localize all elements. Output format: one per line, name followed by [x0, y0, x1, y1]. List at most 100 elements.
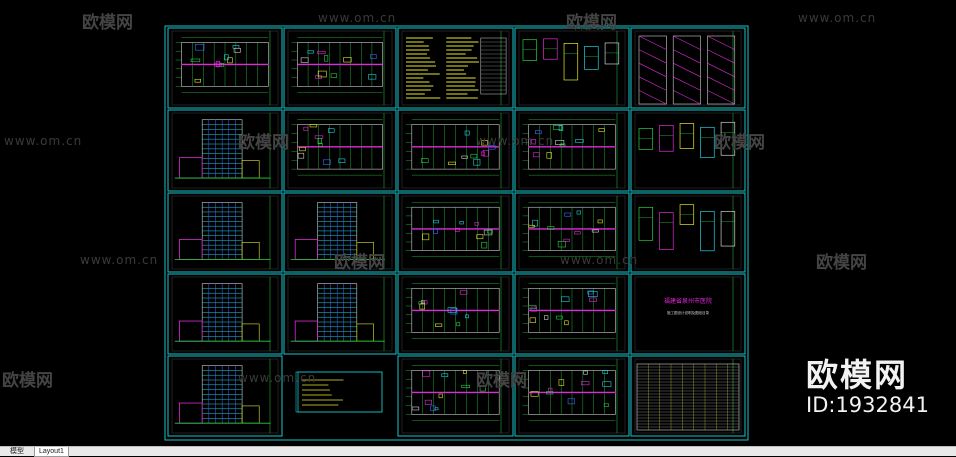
drawing-line	[528, 224, 535, 228]
drawing-line	[638, 49, 667, 64]
drawing-line	[455, 227, 460, 233]
sheet-frame	[630, 27, 746, 109]
drawing-sheet	[514, 27, 630, 109]
drawing-line	[638, 76, 667, 91]
drawing-line	[700, 211, 715, 252]
cover-title-text: 福建省泉州市医院	[664, 297, 712, 305]
drawing-line	[530, 306, 537, 312]
drawing-line	[544, 315, 549, 320]
drawing-line	[563, 238, 570, 242]
sheet-inner-border	[171, 276, 279, 352]
drawing-sheet	[514, 273, 630, 355]
drawing-line	[307, 50, 314, 54]
drawing-line	[563, 43, 579, 81]
brand-watermark: 欧模网 ID:1932841	[806, 358, 929, 418]
drawing-line	[422, 233, 430, 241]
drawing-line	[433, 228, 438, 234]
sheet-inner-border	[171, 112, 279, 189]
drawing-line	[638, 128, 654, 150]
drawing-line	[556, 315, 563, 320]
drawing-line	[338, 158, 346, 163]
sheet-frame	[283, 273, 397, 355]
sheet-frame	[283, 109, 397, 192]
sheet-inner-border	[518, 195, 626, 270]
drawing-line	[370, 54, 377, 59]
drawing-sheet	[397, 192, 514, 273]
sheet-frame	[397, 27, 514, 109]
drawing-line	[419, 303, 425, 310]
drawing-line	[418, 301, 423, 305]
drawing-line	[575, 139, 584, 143]
drawing-line	[241, 241, 260, 260]
sheet-frame	[167, 109, 283, 192]
watermark-logo-text: 欧模网	[816, 253, 867, 273]
watermark-site-text: www.om.cn	[80, 253, 159, 267]
drawing-sheet	[397, 109, 514, 192]
drawing-line	[470, 153, 478, 159]
drawing-sheet	[167, 355, 283, 437]
drawing-line	[309, 124, 318, 128]
drawing-line	[461, 384, 470, 388]
drawing-line	[529, 317, 536, 323]
drawing-line	[488, 145, 496, 150]
cad-drawing-canvas[interactable]: 福建省泉州市医院施工图设计说明及图纸目录 欧模网 www.om.cn 欧模网 w…	[0, 0, 956, 446]
drawing-line	[597, 219, 603, 224]
sheet-inner-border	[518, 358, 626, 434]
watermark-logo-text: 欧模网	[334, 253, 385, 273]
drawing-line	[552, 125, 563, 130]
drawing-line	[368, 74, 377, 80]
sheet-inner-border	[287, 276, 393, 352]
drawing-sheet	[630, 355, 746, 437]
drawing-line	[323, 159, 331, 165]
drawing-line	[190, 58, 201, 63]
drawing-line	[720, 211, 736, 247]
drawing-line	[479, 385, 486, 392]
drawing-line	[465, 314, 469, 319]
drawing-line	[448, 161, 456, 166]
drawing-line	[555, 140, 565, 145]
drawing-line	[317, 70, 327, 78]
drawing-sheet	[167, 109, 283, 192]
drawing-sheet	[295, 371, 383, 413]
sheet-inner-border	[634, 276, 742, 352]
drawing-line	[589, 297, 597, 302]
drawing-line	[461, 155, 468, 159]
drawing-line	[299, 147, 306, 152]
watermark-site-text: www.om.cn	[4, 134, 83, 148]
drawing-line	[564, 320, 569, 326]
drawing-line	[574, 231, 581, 235]
sheet-inner-border	[401, 276, 510, 352]
drawing-line	[638, 35, 667, 50]
drawing-line	[546, 391, 554, 395]
drawing-line	[215, 61, 221, 68]
drawing-line	[450, 308, 458, 315]
drawing-line	[297, 152, 305, 159]
sheet-inner-border	[634, 358, 742, 434]
drawing-line	[233, 48, 241, 53]
tab-model[interactable]: 模型	[10, 448, 24, 455]
watermark-site-text: www.om.cn	[476, 134, 555, 148]
drawing-line	[587, 290, 594, 295]
drawing-line	[473, 158, 481, 166]
drawing-line	[659, 125, 674, 152]
drawing-line	[178, 157, 203, 179]
drawing-line	[430, 405, 436, 412]
drawing-sheet	[630, 27, 746, 109]
drawing-line	[435, 323, 443, 327]
drawing-line	[317, 50, 326, 55]
drawing-line	[548, 387, 553, 393]
drawing-line	[421, 300, 426, 304]
drawing-line	[241, 405, 260, 424]
sheet-inner-border	[171, 358, 279, 434]
sheet-frame	[630, 355, 746, 437]
drawing-line	[195, 43, 205, 51]
drawing-sheet	[283, 27, 397, 109]
watermark-logo-text: 欧模网	[476, 371, 527, 391]
drawing-line	[673, 62, 701, 78]
drawing-line	[318, 142, 323, 147]
drawing-line	[224, 54, 229, 61]
sheet-frame	[167, 192, 283, 273]
sheet-inner-border	[401, 195, 510, 270]
drawing-line	[638, 90, 667, 105]
